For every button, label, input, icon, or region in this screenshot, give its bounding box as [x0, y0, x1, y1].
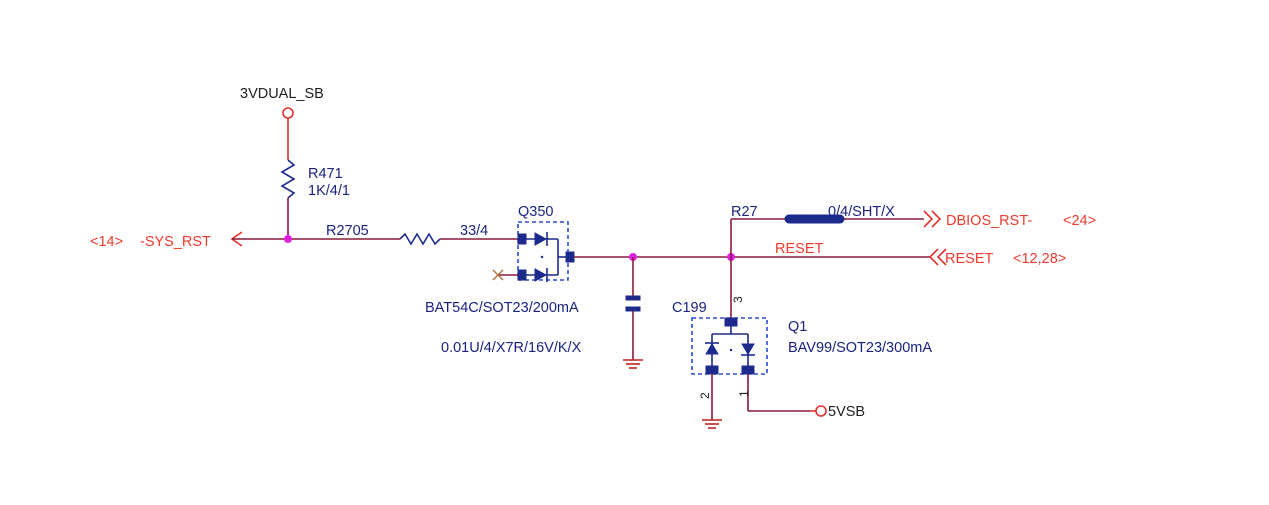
dbios-rst-output-arrow-icon: [923, 210, 942, 228]
reset-wire-label: RESET: [775, 241, 823, 257]
q350-package-outline: [517, 221, 569, 281]
r2705-ref: R2705: [326, 223, 369, 239]
c199-ref: C199: [672, 300, 707, 316]
dbios-rst-page-ref: <24>: [1063, 213, 1096, 229]
r471-ref: R471: [308, 166, 343, 182]
r471-value: 1K/4/1: [308, 183, 350, 199]
c199-value: 0.01U/4/X7R/16V/K/X: [441, 340, 582, 356]
resistor-r471: [280, 159, 296, 199]
r2705-value: 33/4: [460, 223, 488, 239]
sys-rst-net-label: -SYS_RST: [140, 234, 211, 250]
r27-value: 0/4/SHT/X: [828, 204, 895, 220]
no-connect-x-icon: [492, 269, 504, 281]
power-port-5vsb: [815, 405, 827, 417]
q1-pin-1: 1: [737, 390, 751, 397]
q350-ref: Q350: [518, 204, 553, 220]
q1-pin-2: 2: [698, 392, 712, 399]
sys-rst-page-ref: <14>: [90, 234, 123, 250]
power-label-5vsb: 5VSB: [828, 404, 865, 420]
power-label-3vdual-sb: 3VDUAL_SB: [240, 86, 324, 102]
q350-value: BAT54C/SOT23/200mA: [425, 300, 579, 316]
q1-value: BAV99/SOT23/300mA: [788, 340, 932, 356]
capacitor-c199: [625, 295, 641, 312]
reset-input-arrow-icon: [928, 248, 947, 266]
power-port-3vdual-sb: [282, 107, 294, 119]
q1-ref: Q1: [788, 319, 807, 335]
dbios-rst-net-label: DBIOS_RST-: [946, 213, 1032, 229]
junction-sys-rst: [284, 235, 292, 243]
reset-port-page-ref: <12,28>: [1013, 251, 1066, 267]
diode-q1: [705, 317, 755, 375]
q1-pin-3: 3: [731, 296, 745, 303]
ground-c199-icon: [623, 359, 643, 369]
reset-port-net-label: RESET: [945, 251, 993, 267]
resistor-r2705: [399, 232, 441, 246]
diode-q350: [517, 232, 575, 282]
ground-q1-icon: [702, 419, 722, 429]
r27-ref: R27: [731, 204, 758, 220]
